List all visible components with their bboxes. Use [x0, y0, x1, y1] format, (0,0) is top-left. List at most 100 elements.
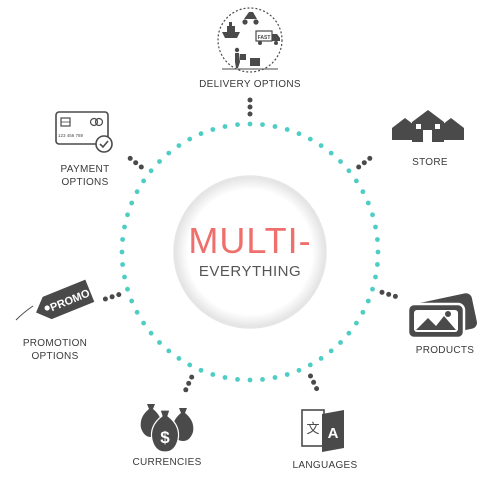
ring-dot	[354, 320, 359, 326]
ring-dot	[222, 124, 228, 129]
card-number: 123 456 789	[58, 133, 84, 138]
connector-dot	[356, 164, 362, 170]
ring-dot	[370, 212, 375, 218]
ring-dot	[247, 121, 253, 127]
connector-dot	[247, 97, 253, 103]
ring-dot	[373, 224, 378, 230]
ring-dot	[307, 136, 313, 142]
ring-dot	[125, 212, 130, 218]
ring-dot	[360, 189, 366, 195]
label-delivery-options[interactable]: DELIVERY OPTIONS	[199, 79, 301, 90]
ring-dot	[328, 150, 334, 156]
center-subtitle: EVERYTHING	[198, 263, 302, 280]
ring-dot	[122, 274, 127, 280]
ring-dot	[365, 298, 371, 304]
ring-dot	[176, 143, 182, 149]
delivery-icon[interactable]: FAST	[217, 7, 283, 73]
ring-dot	[338, 159, 343, 164]
label-promotion-line2: OPTIONS	[31, 351, 79, 362]
languages-glyph-a: A	[328, 425, 339, 442]
dotted-ring	[119, 121, 381, 383]
ring-dot	[318, 356, 324, 361]
ring-dot	[122, 224, 127, 230]
ring-dot	[338, 340, 343, 345]
ring-dot	[318, 143, 324, 149]
ring-dot	[120, 262, 125, 267]
ring-dot	[166, 150, 172, 156]
connector-dot	[186, 380, 192, 386]
currencies-icon[interactable]: $	[140, 404, 194, 453]
ring-dot	[119, 249, 125, 255]
ring-dot	[272, 375, 278, 380]
currency-dollar-glyph: $	[160, 428, 170, 447]
label-languages[interactable]: LANGUAGES	[292, 460, 358, 471]
ring-dot	[141, 178, 147, 184]
ring-dot	[247, 377, 253, 383]
connector-dot	[367, 155, 373, 161]
label-payment-line2: OPTIONS	[61, 177, 109, 188]
ring-dot	[210, 127, 216, 132]
ring-dot	[260, 122, 265, 127]
ring-dot	[272, 124, 278, 129]
connector-dot	[138, 164, 144, 170]
ring-dot	[157, 159, 162, 164]
ring-dot	[235, 122, 240, 127]
label-store[interactable]: STORE	[412, 157, 448, 168]
ring-dot	[354, 178, 359, 184]
connector-dot	[127, 155, 133, 161]
label-promotion-line1: PROMOTION	[22, 338, 88, 349]
connector-dots	[102, 97, 398, 393]
connector-dot	[386, 291, 392, 297]
connector-dot	[189, 374, 195, 380]
label-currencies[interactable]: CURRENCIES	[132, 457, 202, 468]
store-icon[interactable]	[392, 110, 464, 142]
ring-dot	[134, 189, 140, 195]
languages-glyph-b: 文	[306, 422, 319, 437]
label-products[interactable]: PRODUCTS	[415, 345, 475, 356]
ring-dot	[260, 377, 265, 382]
label-promotion-options[interactable]: PROMOTION OPTIONS	[10, 337, 100, 363]
ring-dot	[129, 200, 135, 206]
connector-dot	[109, 294, 115, 300]
ring-dot	[375, 249, 381, 255]
ring-dot	[125, 286, 130, 292]
connector-dot	[133, 160, 139, 166]
payment-card-icon[interactable]: 123 456 789	[55, 111, 113, 153]
ring-dot	[222, 375, 228, 380]
ring-dot	[328, 348, 334, 354]
label-payment-options[interactable]: PAYMENT OPTIONS	[40, 163, 130, 189]
ring-dot	[210, 372, 216, 377]
connector-dot	[183, 387, 189, 393]
connector-dot	[379, 289, 385, 295]
ring-dot	[198, 131, 204, 137]
ring-dot	[346, 330, 352, 336]
fast-badge: FAST	[258, 35, 271, 41]
connector-dot	[247, 111, 253, 117]
ring-dot	[365, 200, 371, 206]
ring-dot	[373, 274, 378, 280]
connector-dot	[311, 379, 317, 385]
ring-dot	[176, 356, 182, 361]
ring-dot	[307, 362, 313, 368]
ring-dot	[375, 237, 380, 242]
products-icon[interactable]	[406, 292, 478, 340]
languages-icon[interactable]: 文 A	[301, 409, 344, 452]
ring-dot	[296, 131, 302, 137]
promo-tag-icon[interactable]: PROMO	[15, 279, 95, 324]
connector-dot	[392, 293, 398, 299]
connector-dot	[116, 292, 122, 298]
ring-dot	[235, 377, 240, 382]
ring-dot	[198, 367, 204, 373]
ring-dot	[141, 320, 147, 326]
ring-dot	[187, 362, 193, 368]
center-circle	[173, 175, 327, 329]
connector-dot	[361, 160, 367, 166]
ring-dot	[296, 367, 302, 373]
ring-dot	[157, 340, 162, 345]
connector-dot	[308, 373, 313, 379]
ring-dot	[284, 127, 290, 132]
center-title: MULTI-	[188, 220, 312, 261]
ring-dot	[148, 168, 154, 174]
ring-dot	[370, 286, 375, 292]
ring-dot	[187, 136, 193, 142]
